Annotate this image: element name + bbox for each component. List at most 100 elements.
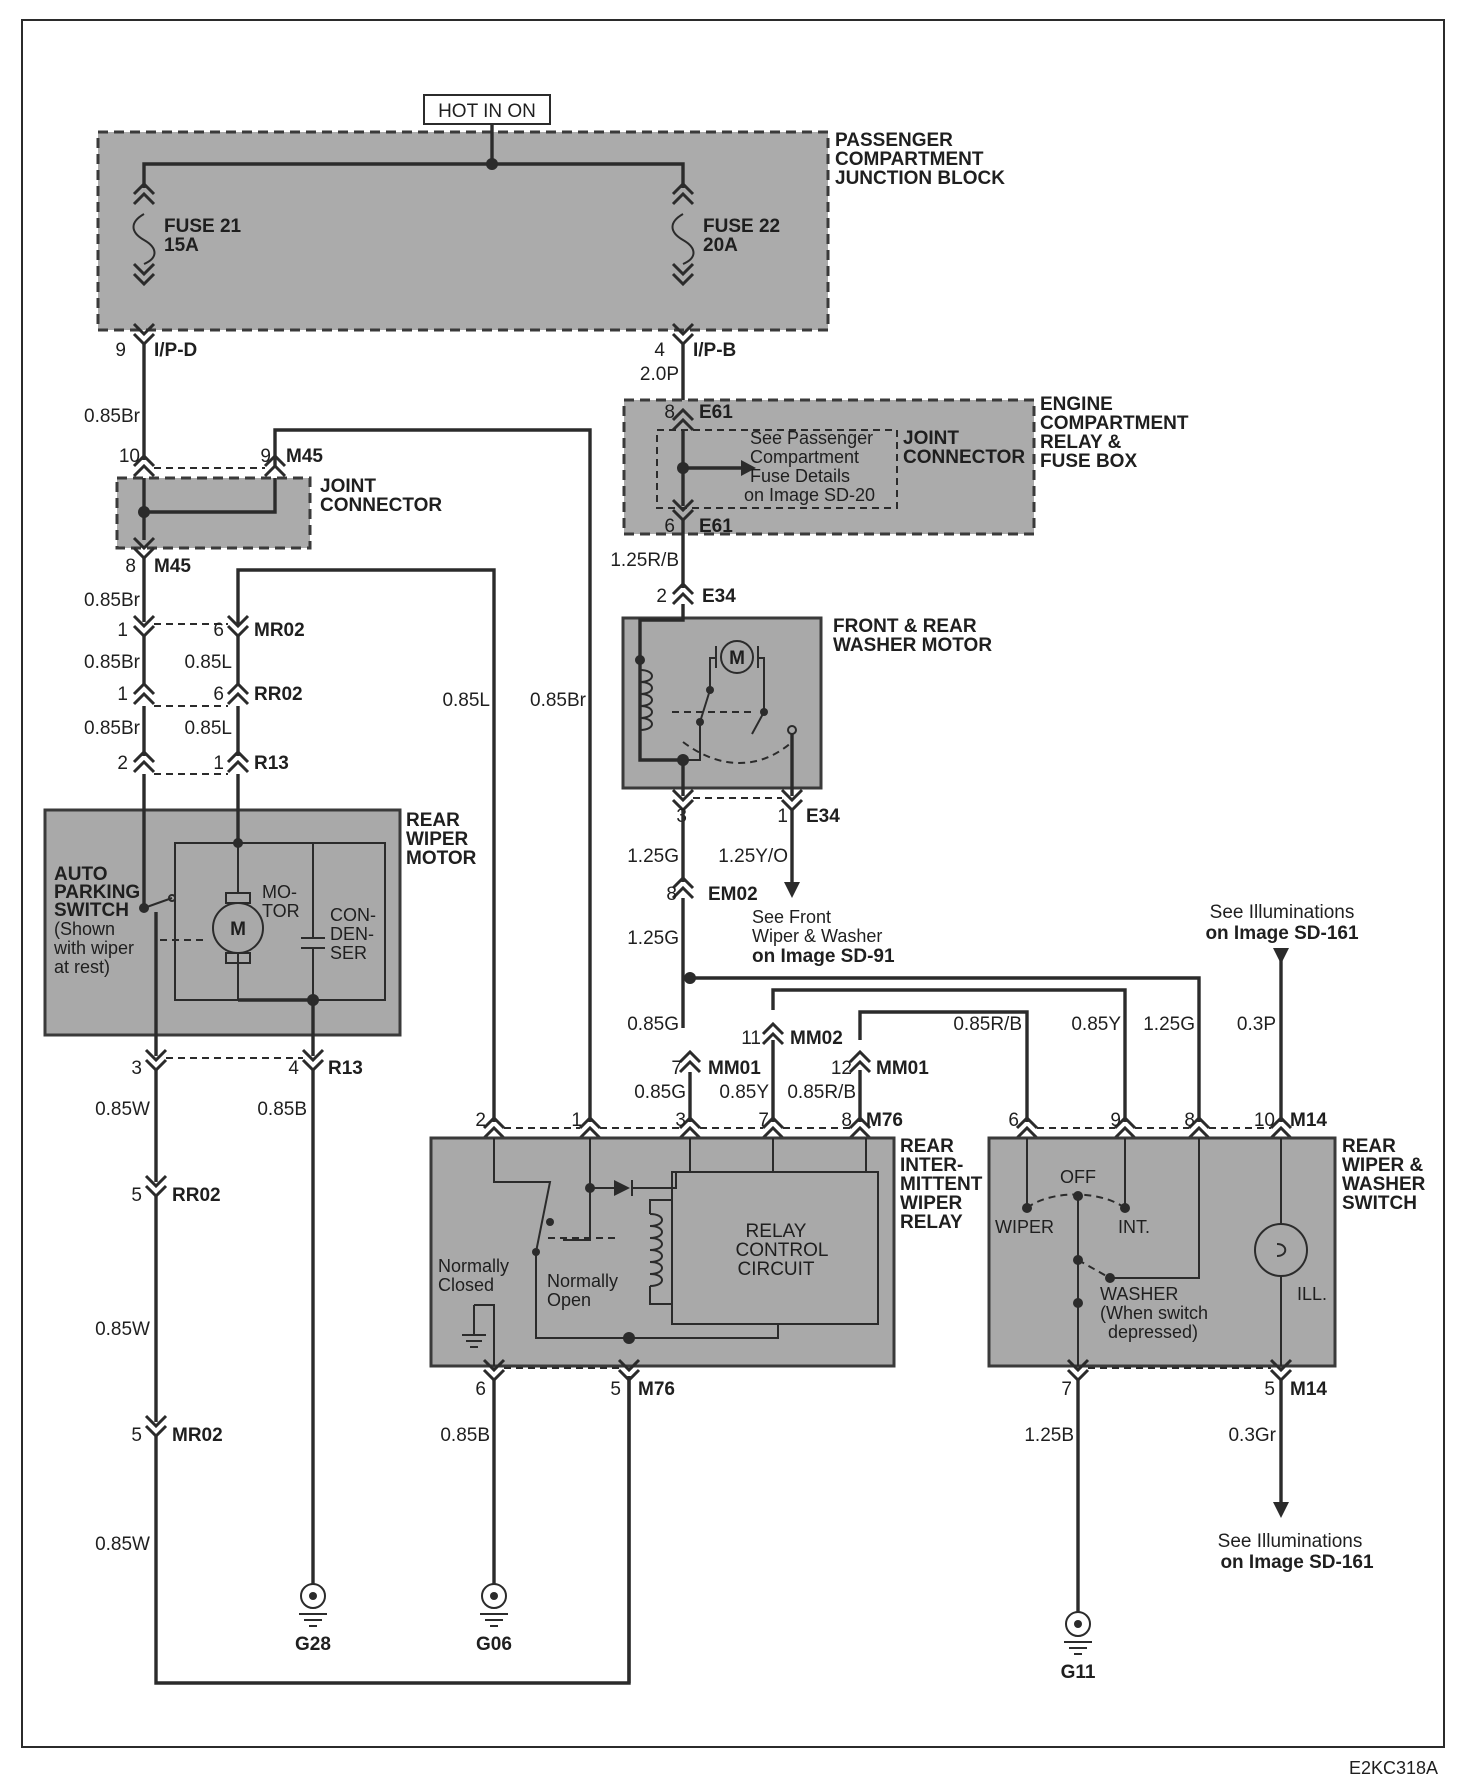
rws-title-4: SWITCH — [1342, 1193, 1417, 1214]
m76-pin-3: 3 — [675, 1110, 686, 1131]
rws-washer: WASHER — [1100, 1284, 1178, 1304]
aps-note-1: (Shown — [54, 919, 115, 939]
aps-note-3: at rest) — [54, 957, 110, 977]
hot-in-on-label: HOT IN ON — [438, 101, 536, 122]
fuse-21-icon — [132, 213, 156, 265]
ecrfb-2: COMPARTMENT — [1040, 413, 1189, 434]
fwm-title-1: FRONT & REAR — [833, 616, 977, 637]
cond-3: SER — [330, 943, 367, 963]
aps-2: PARKING — [54, 882, 140, 903]
see-pcfd-4: on Image SD-20 — [744, 485, 875, 505]
no-2: Open — [547, 1290, 591, 1310]
relay-title-3: MITTENT — [900, 1174, 983, 1195]
wire-125g-bus — [690, 976, 1201, 1122]
w-085br-1: 0.85Br — [84, 406, 141, 427]
e61-top: E61 — [699, 402, 733, 423]
w-085b-1: 0.85B — [257, 1099, 307, 1120]
w-125g-1: 1.25G — [627, 846, 679, 867]
m76-pin-7: 7 — [758, 1110, 769, 1131]
rr02-label: RR02 — [254, 684, 303, 705]
w-085w-2: 0.85W — [95, 1319, 150, 1340]
mm01-pin-12: 12 — [831, 1058, 852, 1079]
see-pcfd-1: See Passenger — [750, 428, 873, 448]
hot-bus — [142, 124, 685, 188]
rws-int: INT. — [1118, 1217, 1150, 1237]
em02-pin-8: 8 — [666, 884, 677, 905]
m76-top: M76 — [866, 1110, 903, 1131]
mr02-label: MR02 — [254, 620, 305, 641]
fuse-22-rating: 20A — [703, 235, 738, 256]
mm01b-label: MM01 — [876, 1058, 929, 1079]
nc-1: Normally — [438, 1256, 509, 1276]
ecrfb-3: RELAY & — [1040, 432, 1122, 453]
w-085g-2: 0.85G — [634, 1082, 686, 1103]
mm02-pin-11: 11 — [741, 1028, 761, 1049]
ground-g28-icon — [300, 1583, 326, 1609]
ecrfb-jc-2: CONNECTOR — [903, 447, 1025, 468]
e61-pin-8: 8 — [664, 402, 675, 423]
w-085br-4: 0.85Br — [84, 718, 141, 739]
nc-2: Closed — [438, 1275, 494, 1295]
m76-bot: M76 — [638, 1379, 675, 1400]
page-border — [21, 19, 1445, 1748]
see-pcfd-2: Compartment — [750, 447, 859, 467]
m14-pin-9: 9 — [1110, 1110, 1121, 1131]
rwm-title-3: MOTOR — [406, 848, 477, 869]
mm02-label: MM02 — [790, 1028, 843, 1049]
ipb-connector: I/P-B — [693, 340, 736, 361]
aps-3: SWITCH — [54, 900, 129, 921]
rear-wiper-motor — [43, 808, 402, 1037]
jc-m45-2: CONNECTOR — [320, 495, 442, 516]
motor-label-1: MO- — [262, 882, 297, 902]
e34-pin-1: 1 — [777, 806, 788, 827]
w-085rb-2: 0.85R/B — [953, 1014, 1022, 1035]
see-front-2: Wiper & Washer — [752, 926, 882, 946]
rws-title-1: REAR — [1342, 1136, 1396, 1157]
motor-m: M — [230, 919, 246, 940]
ground-g11: G11 — [1061, 1662, 1096, 1683]
e61-pin-6: 6 — [664, 516, 675, 537]
w-125yo: 1.25Y/O — [718, 846, 788, 867]
w-085w-1: 0.85W — [95, 1099, 150, 1120]
rr02b-label: RR02 — [172, 1185, 221, 1206]
r13-pin-2: 2 — [117, 753, 128, 774]
w-085l-1: 0.85L — [184, 652, 232, 673]
w-085br-2: 0.85Br — [84, 590, 141, 611]
rr02-pin-1: 1 — [117, 684, 128, 705]
mm01-pin-7: 7 — [671, 1058, 682, 1079]
ground-g11-icon — [1065, 1611, 1091, 1637]
diagram-code: E2KC318A — [1349, 1758, 1438, 1778]
relay-title-1: REAR — [900, 1136, 954, 1157]
m76-pin-8: 8 — [841, 1110, 852, 1131]
rws-ill: ILL. — [1297, 1284, 1327, 1304]
ipd-connector: I/P-D — [154, 340, 197, 361]
fuse-22-name: FUSE 22 — [703, 216, 780, 237]
mr02-pin-1: 1 — [117, 620, 128, 641]
r13-pin-1: 1 — [213, 753, 224, 774]
washer-motor-m-icon — [720, 640, 754, 674]
wire-085rb-bus — [858, 1010, 1029, 1122]
w-125b: 1.25B — [1024, 1425, 1074, 1446]
m76-pin-6: 6 — [475, 1379, 486, 1400]
washer-coil-icon — [639, 669, 653, 731]
m76-pin-2: 2 — [475, 1110, 486, 1131]
w-03gr: 0.3Gr — [1228, 1425, 1276, 1446]
rws-title-3: WASHER — [1342, 1174, 1426, 1195]
relay-title-2: INTER- — [900, 1155, 963, 1176]
ecrfb-4: FUSE BOX — [1040, 451, 1137, 472]
rws-wiper: WIPER — [995, 1217, 1054, 1237]
rws-title-2: WIPER & — [1342, 1155, 1424, 1176]
mm01a-label: MM01 — [708, 1058, 761, 1079]
see-front-1: See Front — [752, 907, 831, 927]
mr02b-label: MR02 — [172, 1425, 223, 1446]
fuse-21-name: FUSE 21 — [164, 216, 242, 237]
fwm-title-2: WASHER MOTOR — [833, 635, 992, 656]
w-085g-1: 0.85G — [627, 1014, 679, 1035]
auto-parking-switch-icon — [143, 897, 173, 909]
rear-wiper-washer-switch — [987, 1136, 1337, 1368]
aps-note-2: with wiper — [53, 938, 134, 958]
m45-top: M45 — [286, 446, 323, 467]
illum-bot-1: See Illuminations — [1218, 1531, 1363, 1552]
w-125g-2: 1.25G — [627, 928, 679, 949]
ipb-pin: 4 — [654, 340, 665, 361]
